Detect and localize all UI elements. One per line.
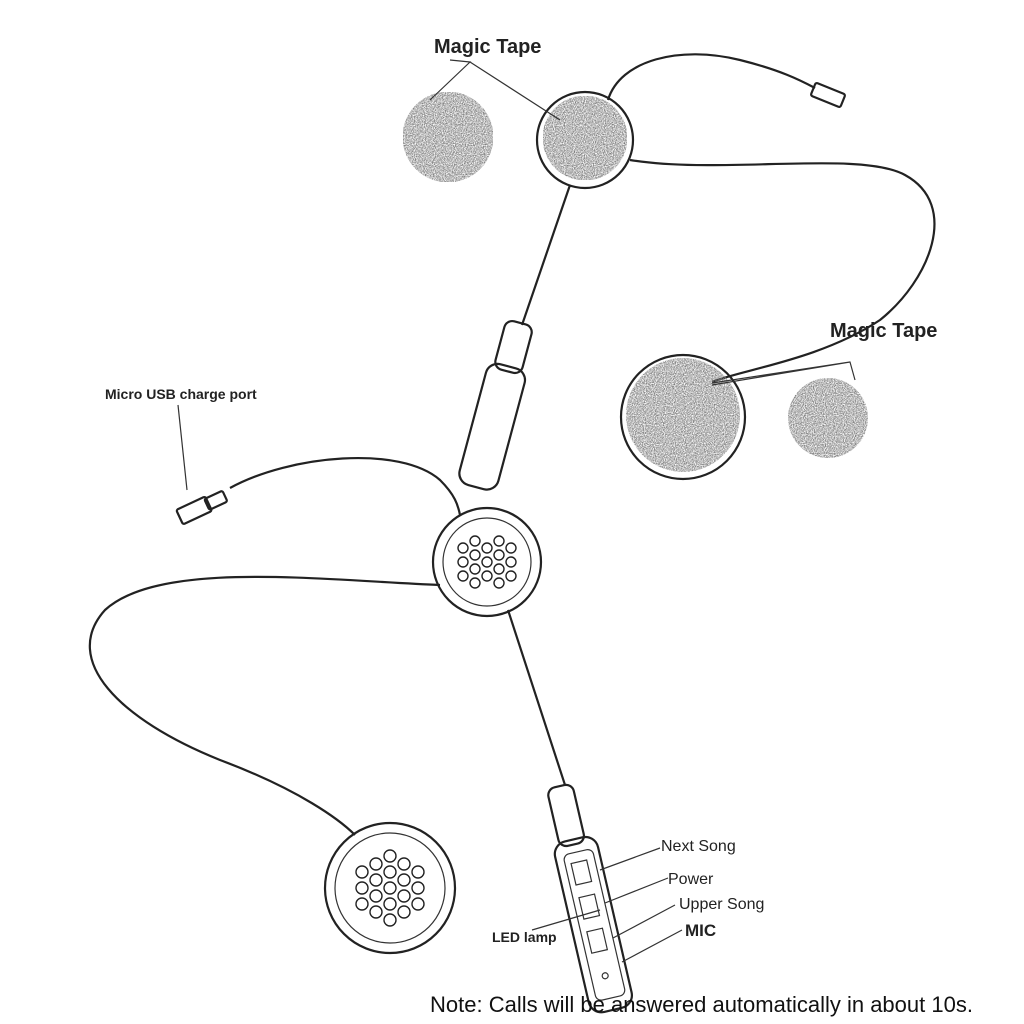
magic-tape-top-label: Magic Tape <box>434 36 542 58</box>
magic-tape-right-leaders <box>711 361 856 386</box>
bottom-control-box <box>547 783 633 1014</box>
top-boom-cable <box>520 184 572 326</box>
right-speaker-felt <box>626 358 740 472</box>
mic-hole <box>601 972 609 980</box>
top-headset <box>402 53 936 491</box>
top-speaker-felt <box>542 95 628 181</box>
top-usb-connector <box>810 82 846 108</box>
right-loose-felt <box>788 378 868 458</box>
magic-tape-top-leaders <box>429 59 561 121</box>
bottom-usb-connector <box>175 490 228 525</box>
mic-label: MIC <box>685 921 717 940</box>
note-text: Note: Calls will be answered automatical… <box>430 992 973 1017</box>
top-control-box <box>458 319 533 491</box>
upper-song-label: Upper Song <box>679 896 765 913</box>
magic-tape-right-label: Magic Tape <box>830 320 938 342</box>
next-song-button[interactable] <box>570 859 593 886</box>
led-lamp-label: LED lamp <box>492 929 557 945</box>
right-speaker <box>619 353 747 481</box>
top-speaker-cable <box>629 158 936 384</box>
upper-song-button[interactable] <box>586 927 609 954</box>
next-song-label: Next Song <box>661 838 736 855</box>
bottom-speaker-cable <box>88 575 441 836</box>
power-button[interactable] <box>578 893 601 920</box>
top-speaker <box>535 90 635 190</box>
top-loose-felt <box>402 91 494 183</box>
bottom-boom-cable <box>506 609 567 786</box>
top-usb-cable <box>606 53 816 101</box>
bottom-usb-cable <box>229 456 462 516</box>
bottom-headset <box>88 404 683 1014</box>
control-leaders <box>531 847 683 963</box>
micro-usb-label: Micro USB charge port <box>105 386 257 402</box>
bottom-top-speaker <box>431 506 543 618</box>
bottom-left-speaker <box>323 821 457 955</box>
usb-leader <box>177 404 188 491</box>
power-label: Power <box>668 871 714 888</box>
